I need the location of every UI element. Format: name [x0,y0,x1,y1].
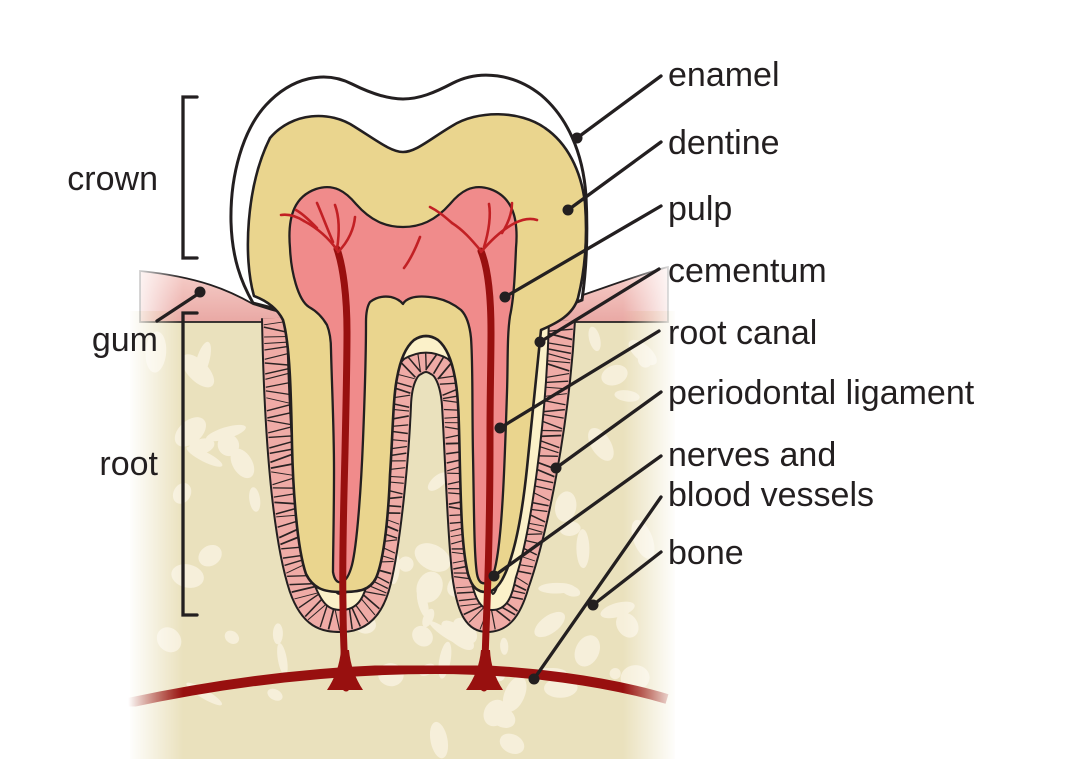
gum-label: gum [91,321,158,359]
root-bracket [181,311,199,617]
cementum-dot [534,336,546,348]
crown-bracket [181,95,199,260]
nerves-and-vessels [279,201,539,692]
nerves-dot-lower [528,673,540,685]
gum-leader [155,292,200,323]
pulp-leader [503,204,663,299]
annotation-lines [155,74,663,681]
annotation-dots [194,132,599,685]
pulp-label: pulp [668,190,733,228]
cementum-layer [288,317,548,609]
periodontal-ligament-label: periodontal ligament [668,374,975,412]
cementum-label: cementum [668,252,827,290]
periodontal-ligament-dot [550,462,562,474]
nerves-leader-upper [492,454,663,578]
nerves-leader-lower [532,495,663,681]
cementum-leader [538,267,661,344]
vessel-trunk-left [333,245,351,692]
nerves-blood-vessels-label: nerves and blood vessels [668,435,874,515]
dentine-leader [566,140,663,212]
dentine-dot [562,204,574,216]
bone-dot [587,599,599,611]
nerves-label-line1: nerves and [668,436,837,474]
root-label: root [99,445,158,483]
pulp-dot [499,291,511,303]
bone-label: bone [668,534,744,572]
main-blood-vessel [126,663,669,708]
vessel-flare-right [466,650,503,690]
root-canal-label: root canal [668,314,818,352]
gum-dot [194,286,206,298]
root-canal-leader [498,329,661,430]
bone-leader [591,550,663,607]
root-canal-dot [494,422,506,434]
enamel-dot [571,132,583,144]
dentine-label: dentine [668,124,780,162]
vessel-branches [279,201,539,270]
vessel-flare-left [327,650,363,690]
enamel-label: enamel [668,56,780,94]
enamel-leader [575,74,663,140]
nerves-label-line2: blood vessels [668,476,875,515]
vessel-trunk-right [477,247,495,692]
nerves-dot-upper [488,570,500,582]
periodontal-ligament-leader [554,390,663,470]
crown-label: crown [67,160,158,198]
